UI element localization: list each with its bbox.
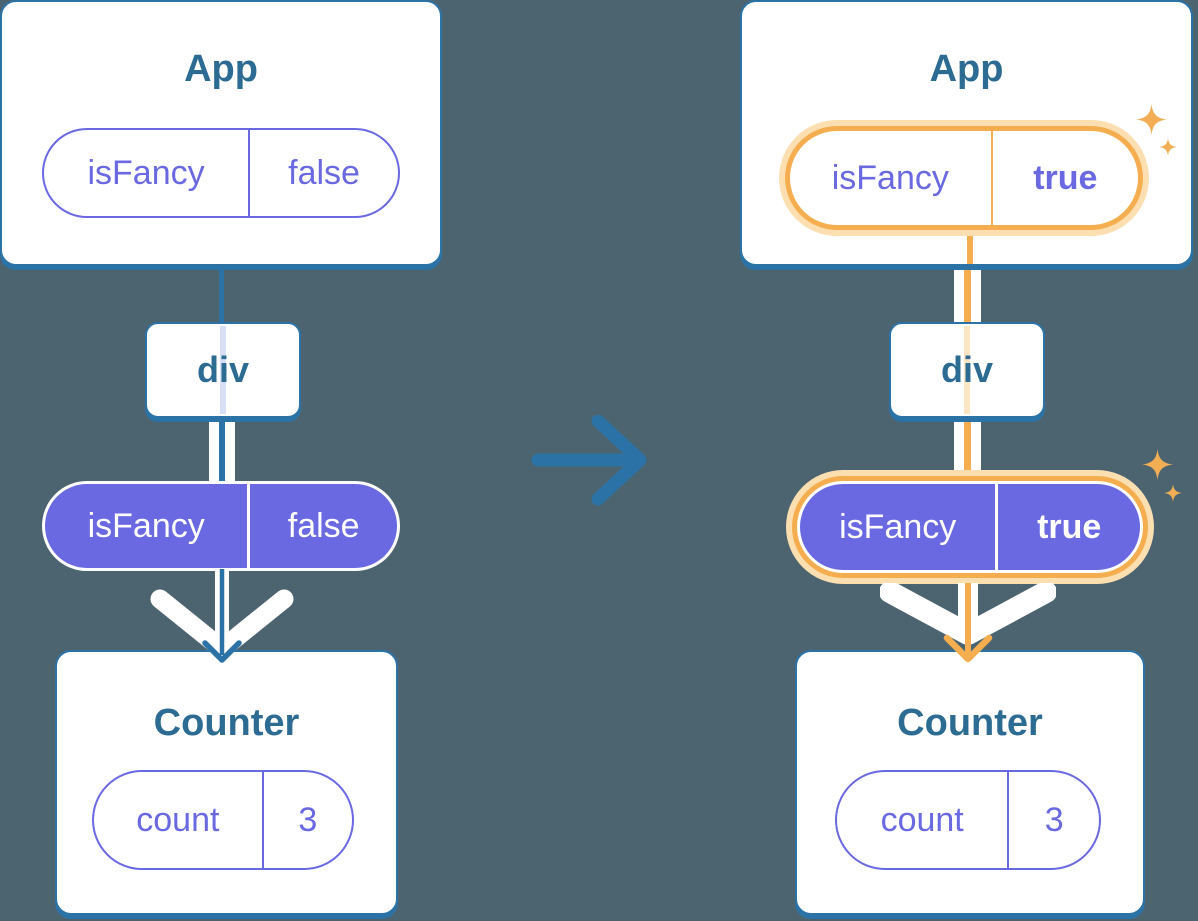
div-node: div — [145, 322, 301, 418]
arrow-down-icon — [880, 583, 1056, 663]
state-name: isFancy — [87, 153, 205, 192]
state-value: 3 — [1007, 772, 1099, 868]
edge-stripe — [954, 408, 964, 483]
prop-value: true — [995, 484, 1140, 570]
app-title: App — [929, 48, 1004, 90]
prop-name: isFancy — [839, 507, 957, 546]
prop-pill: isFancy true — [800, 484, 1140, 570]
app-title: App — [184, 48, 258, 90]
div-node: div — [889, 322, 1045, 418]
div-label: div — [940, 349, 993, 390]
div-label: div — [196, 349, 249, 390]
highlight-ring-inner: isFancy true — [792, 476, 1148, 578]
state-value: true — [990, 131, 1138, 225]
edge-stripe — [225, 408, 235, 490]
counter-card: Counter count 3 — [795, 650, 1145, 915]
sparkle-icon — [1136, 104, 1167, 135]
arrow-right-icon — [531, 415, 647, 506]
sparkle-icon — [1142, 449, 1173, 480]
state-pill: count 3 — [835, 770, 1101, 870]
highlight-ring-white: isFancy true — [797, 481, 1143, 573]
pass-through-line — [220, 326, 226, 414]
state-pill: isFancy true — [790, 131, 1138, 225]
counter-title: Counter — [897, 702, 1043, 744]
state-pill: count 3 — [92, 770, 354, 870]
sparkle-icon — [1164, 484, 1182, 502]
edge-stripe — [964, 408, 971, 483]
state-value: false — [248, 130, 398, 216]
edge-stripe — [219, 408, 225, 490]
tree-edge-div-prop — [954, 408, 981, 483]
prop-value: false — [247, 484, 397, 568]
state-name: isFancy — [831, 158, 949, 197]
counter-title: Counter — [153, 702, 300, 744]
tree-edge-app-div — [219, 250, 224, 330]
edge-stripe — [209, 408, 219, 490]
state-name: count — [880, 800, 964, 839]
tree-edge-app-div — [954, 250, 981, 330]
state-value: 3 — [261, 772, 352, 868]
highlight-ring: isFancy true — [779, 120, 1149, 236]
edge-stripe — [971, 408, 981, 483]
sparkle-icon — [1159, 138, 1177, 156]
edge-stripe — [964, 250, 971, 330]
arrow-down-icon — [150, 569, 294, 663]
highlight-ring: isFancy true — [786, 470, 1154, 584]
edge-stripe — [971, 250, 981, 330]
app-card: App isFancy true — [740, 0, 1193, 266]
state-name: count — [136, 800, 220, 839]
prop-name: isFancy — [87, 506, 205, 545]
pass-through-line — [964, 326, 970, 414]
app-card: App isFancy false — [0, 0, 442, 266]
prop-pill: isFancy false — [42, 481, 400, 571]
state-flow-line — [967, 222, 973, 264]
edge-stripe — [954, 250, 964, 330]
counter-card: Counter count 3 — [55, 650, 398, 915]
state-pill: isFancy false — [42, 128, 400, 218]
highlight-ring-inner: isFancy true — [785, 126, 1143, 230]
tree-edge-div-prop — [209, 408, 235, 490]
